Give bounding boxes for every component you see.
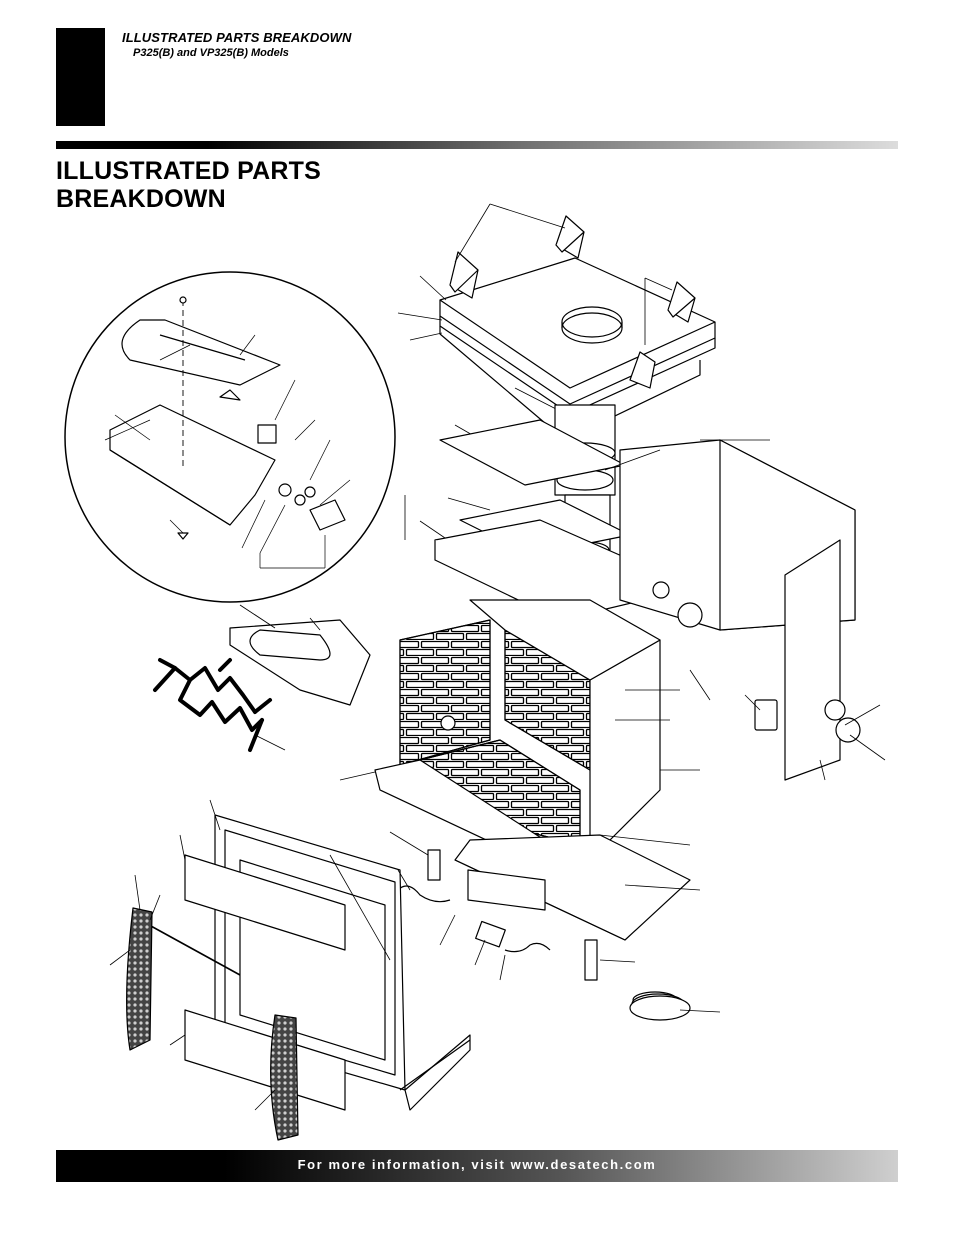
page-tab-marker bbox=[56, 28, 105, 126]
control-components bbox=[397, 849, 691, 1021]
lower-callout-lines bbox=[109, 439, 886, 1111]
burner-assembly-small bbox=[229, 619, 371, 706]
screen-rod bbox=[139, 919, 241, 976]
section-title: ILLUSTRATED PARTS BREAKDOWN bbox=[56, 157, 416, 213]
section-title-line1: ILLUSTRATED PARTS bbox=[56, 157, 321, 185]
log-grate bbox=[153, 658, 272, 752]
top-standoff-brackets bbox=[449, 215, 696, 389]
right-screen-curtain bbox=[270, 1014, 299, 1141]
header-title: ILLUSTRATED PARTS BREAKDOWN bbox=[122, 30, 352, 45]
firebox-assembly bbox=[374, 599, 691, 941]
outer-casing bbox=[619, 439, 861, 781]
left-screen-curtain bbox=[126, 907, 153, 1051]
front-frame-assembly bbox=[184, 814, 471, 1111]
detail-inset-circle bbox=[64, 271, 396, 603]
section-title-line2: BREAKDOWN bbox=[56, 185, 226, 213]
header-rule bbox=[56, 141, 898, 149]
exploded-parts-diagram bbox=[64, 203, 886, 1141]
heat-shield-plates bbox=[434, 419, 666, 621]
header-subtitle: P325(B) and VP325(B) Models bbox=[133, 47, 289, 59]
footer-bar: For more information, visit www.desatech… bbox=[56, 1150, 898, 1182]
footer-website-text: For more information, visit www.desatech… bbox=[297, 1157, 657, 1172]
